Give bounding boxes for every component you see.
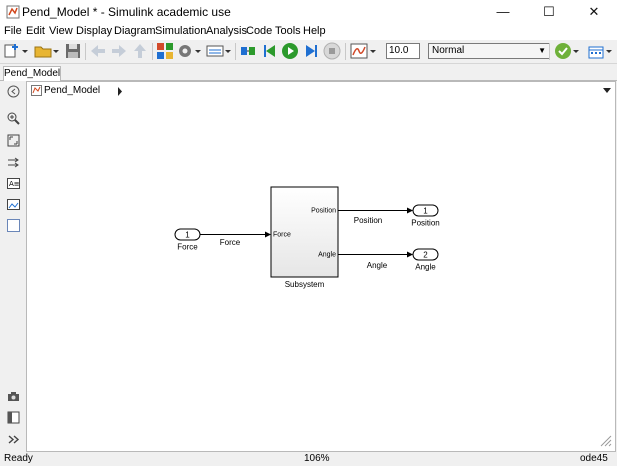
model-advisor-check-icon[interactable] bbox=[554, 42, 572, 60]
tab-pend-model[interactable]: Pend_Model bbox=[3, 66, 61, 81]
back-arrow-icon[interactable] bbox=[89, 42, 107, 60]
resize-grip-icon[interactable] bbox=[600, 435, 612, 447]
zoom-icon[interactable] bbox=[7, 112, 20, 125]
library-browser-icon[interactable] bbox=[156, 42, 174, 60]
up-arrow-icon[interactable] bbox=[131, 42, 149, 60]
toolbar-separator bbox=[549, 43, 550, 60]
build-dropdown-icon[interactable] bbox=[605, 42, 613, 60]
run-play-icon[interactable] bbox=[281, 42, 299, 60]
menu-tools[interactable]: Tools bbox=[275, 25, 301, 37]
left-palette: A≡ bbox=[0, 81, 26, 451]
build-model-icon[interactable] bbox=[587, 42, 605, 60]
annotation-icon[interactable]: A≡ bbox=[7, 177, 20, 190]
screenshot-camera-icon[interactable] bbox=[7, 390, 20, 403]
image-icon[interactable] bbox=[7, 198, 20, 211]
menu-analysis[interactable]: Analysis bbox=[206, 25, 247, 37]
model-icon bbox=[31, 85, 42, 96]
window-title: Pend_Model * - Simulink academic use bbox=[22, 5, 231, 19]
open-folder-icon[interactable] bbox=[34, 42, 52, 60]
menu-bar: File Edit View Display Diagram Simulatio… bbox=[0, 24, 617, 40]
outport-block-angle[interactable]: 2 Angle bbox=[412, 248, 439, 272]
property-inspector-icon[interactable] bbox=[7, 411, 20, 424]
subsystem-name: Subsystem bbox=[285, 280, 325, 289]
toolbar-separator bbox=[152, 43, 153, 60]
forward-arrow-icon[interactable] bbox=[110, 42, 128, 60]
toolbar: 10.0 Normal ▼ bbox=[0, 40, 617, 64]
save-icon[interactable] bbox=[64, 42, 82, 60]
signal-line-force[interactable] bbox=[200, 231, 271, 238]
signal-label-angle: Angle bbox=[367, 261, 388, 270]
explorer-dropdown-icon[interactable] bbox=[224, 42, 232, 60]
outport-number: 2 bbox=[423, 251, 428, 260]
block-diagram: 1 Force Force Force Position Angle Subsy… bbox=[174, 186, 612, 447]
subsystem-out-port-label-position: Position bbox=[311, 208, 336, 215]
menu-diagram[interactable]: Diagram bbox=[114, 25, 156, 37]
inport-block-force[interactable]: 1 Force bbox=[174, 228, 201, 252]
breadcrumb-arrow-icon[interactable] bbox=[117, 87, 123, 96]
status-bar: Ready 106% ode45 bbox=[0, 452, 617, 466]
stop-time-input[interactable]: 10.0 bbox=[386, 43, 420, 59]
signal-label-position: Position bbox=[354, 216, 382, 225]
menu-display[interactable]: Display bbox=[76, 25, 113, 37]
breadcrumb: Pend_Model bbox=[26, 81, 616, 102]
menu-simulation[interactable]: Simulation bbox=[155, 25, 207, 37]
inspector-dropdown-icon[interactable] bbox=[369, 42, 377, 60]
menu-code[interactable]: Code bbox=[246, 25, 273, 37]
outport-number: 1 bbox=[423, 207, 428, 216]
maximize-button[interactable]: ☐ bbox=[543, 4, 555, 19]
inport-name: Force bbox=[177, 243, 198, 252]
simulink-app-icon bbox=[6, 5, 20, 19]
update-diagram-icon[interactable] bbox=[239, 42, 257, 60]
outport-name: Position bbox=[411, 219, 439, 228]
subsystem-out-port-label-angle: Angle bbox=[318, 252, 336, 259]
breadcrumb-model-link[interactable]: Pend_Model bbox=[44, 85, 101, 96]
stop-icon[interactable] bbox=[323, 42, 341, 60]
step-forward-icon[interactable] bbox=[302, 42, 320, 60]
menu-help[interactable]: Help bbox=[303, 25, 326, 37]
new-dropdown-icon[interactable] bbox=[21, 42, 29, 60]
simulation-mode-value: Normal bbox=[432, 45, 465, 56]
toolbar-separator bbox=[85, 43, 86, 60]
outport-name: Angle bbox=[415, 263, 436, 272]
signal-label-force: Force bbox=[220, 238, 241, 247]
menu-file[interactable]: File bbox=[4, 25, 22, 37]
solver-name[interactable]: ode45 bbox=[580, 453, 608, 464]
simulation-data-inspector-icon[interactable] bbox=[350, 42, 368, 60]
open-dropdown-icon[interactable] bbox=[52, 42, 60, 60]
signal-arrows-icon[interactable] bbox=[7, 156, 20, 169]
subsystem-block[interactable]: Force Position Angle Subsystem bbox=[270, 186, 339, 289]
svg-text:A≡: A≡ bbox=[9, 180, 20, 188]
expand-chevrons-icon[interactable] bbox=[7, 433, 20, 446]
step-back-icon[interactable] bbox=[261, 42, 279, 60]
menu-edit[interactable]: Edit bbox=[26, 25, 45, 37]
new-model-icon[interactable] bbox=[3, 42, 21, 60]
minimize-button[interactable]: — bbox=[496, 4, 510, 19]
model-canvas[interactable]: 1 Force Force Force Position Angle Subsy… bbox=[26, 101, 616, 452]
close-button[interactable]: ✕ bbox=[588, 4, 600, 19]
inport-number: 1 bbox=[185, 231, 190, 240]
toolbar-separator bbox=[345, 43, 346, 60]
menu-view[interactable]: View bbox=[49, 25, 73, 37]
signal-line-position[interactable] bbox=[338, 207, 413, 214]
fit-to-view-icon[interactable] bbox=[7, 134, 20, 147]
simulation-mode-select[interactable]: Normal ▼ bbox=[428, 43, 550, 59]
tab-bar: Pend_Model bbox=[0, 64, 617, 81]
toolbar-separator bbox=[235, 43, 236, 60]
breadcrumb-dropdown-icon[interactable] bbox=[603, 88, 611, 94]
subsystem-in-port-label: Force bbox=[273, 232, 291, 239]
outport-block-position[interactable]: 1 Position bbox=[411, 204, 440, 228]
area-icon[interactable] bbox=[7, 219, 20, 232]
title-bar: Pend_Model * - Simulink academic use — ☐… bbox=[0, 0, 617, 24]
hide-browser-icon[interactable] bbox=[7, 85, 20, 98]
settings-dropdown-icon[interactable] bbox=[194, 42, 202, 60]
zoom-level: 106% bbox=[304, 453, 330, 464]
chevron-down-icon: ▼ bbox=[538, 46, 546, 55]
model-explorer-icon[interactable] bbox=[206, 42, 224, 60]
advisor-dropdown-icon[interactable] bbox=[572, 42, 580, 60]
model-settings-gear-icon[interactable] bbox=[176, 42, 194, 60]
signal-line-angle[interactable] bbox=[338, 251, 413, 258]
status-text: Ready bbox=[4, 453, 33, 464]
